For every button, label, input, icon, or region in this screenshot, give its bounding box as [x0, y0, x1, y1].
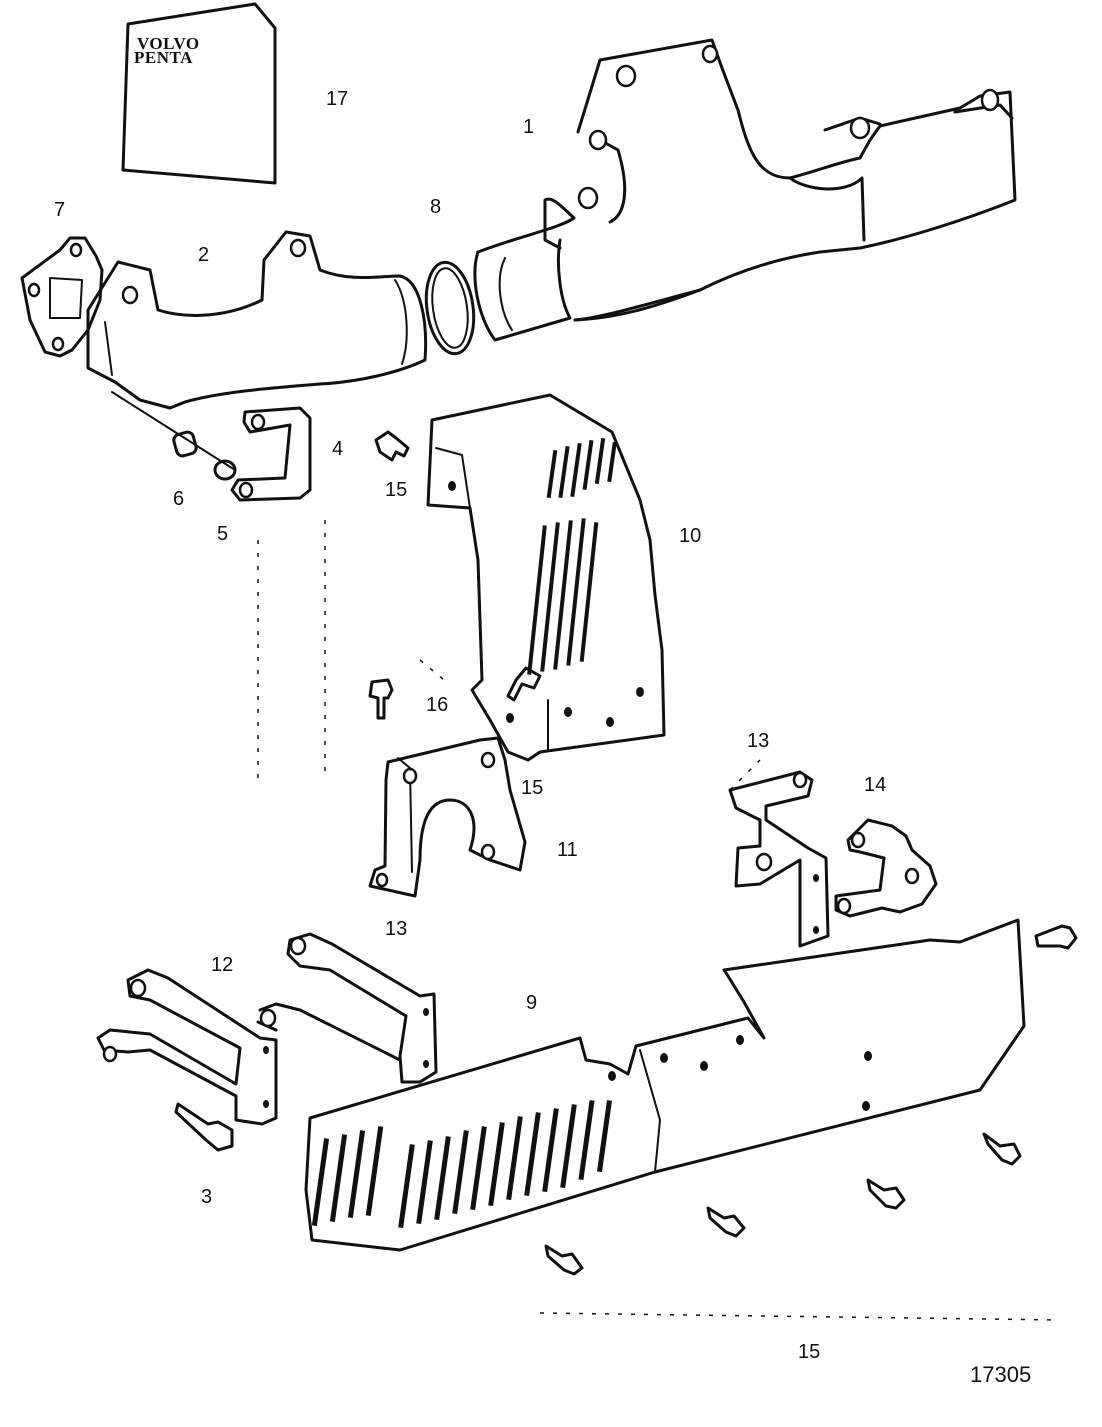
part-9-lower-heat-shield [304, 918, 1026, 1252]
callout-1: 1 [523, 116, 535, 138]
part-15-bolts-bottom [544, 924, 1078, 1276]
part-6-plug [111, 391, 236, 471]
part-2-exhaust-manifold-front [86, 230, 428, 410]
callout-4: 4 [332, 438, 344, 460]
callout-15-bottom: 15 [798, 1341, 821, 1363]
leader-lines [257, 520, 1061, 1321]
part-10-upper-heat-shield [426, 393, 666, 762]
callout-12: 12 [211, 954, 234, 976]
callout-5: 5 [217, 523, 229, 545]
callout-9: 9 [526, 992, 538, 1014]
callout-6: 6 [173, 488, 185, 510]
part-14-flange-plate [834, 818, 938, 918]
callout-16: 16 [426, 694, 449, 716]
part-17-volvo-penta-booklet: VOLVO PENTA [121, 2, 277, 185]
part-16-bolt [368, 678, 394, 720]
callout-17: 17 [326, 88, 349, 110]
part-15-bolt-middle [506, 666, 542, 702]
catalog-number: 17305 [970, 1362, 1032, 1387]
part-8-sealing-ring [424, 260, 476, 356]
part-4-u-bracket [230, 406, 312, 502]
callout-11: 11 [557, 839, 578, 861]
callout-14: 14 [864, 774, 887, 796]
callout-13-right: 13 [747, 730, 770, 752]
part-5-washer [213, 459, 237, 481]
part-7-manifold-gasket [20, 236, 104, 358]
logo-line-1: VOLVO [137, 34, 200, 53]
callout-3: 3 [201, 1186, 213, 1208]
part-3-bolt [174, 1102, 234, 1152]
callout-2: 2 [198, 244, 210, 266]
part-1-exhaust-manifold-rear [473, 38, 1017, 342]
callout-13-left: 13 [385, 918, 408, 940]
lower-shield-vent-slots [311, 1100, 612, 1229]
callout-8: 8 [430, 196, 442, 218]
callout-7: 7 [54, 199, 66, 221]
part-11-shield-bracket [368, 736, 527, 898]
callout-15-middle: 15 [521, 777, 544, 799]
part-13-angle-bracket [728, 770, 830, 948]
part-15-bolt-top [374, 430, 410, 462]
callout-15-top: 15 [385, 479, 408, 501]
upper-shield-vent-slots [527, 437, 617, 675]
part-12-support-brackets [96, 932, 438, 1126]
callout-10: 10 [679, 525, 702, 547]
logo-line-2: PENTA [134, 48, 193, 67]
